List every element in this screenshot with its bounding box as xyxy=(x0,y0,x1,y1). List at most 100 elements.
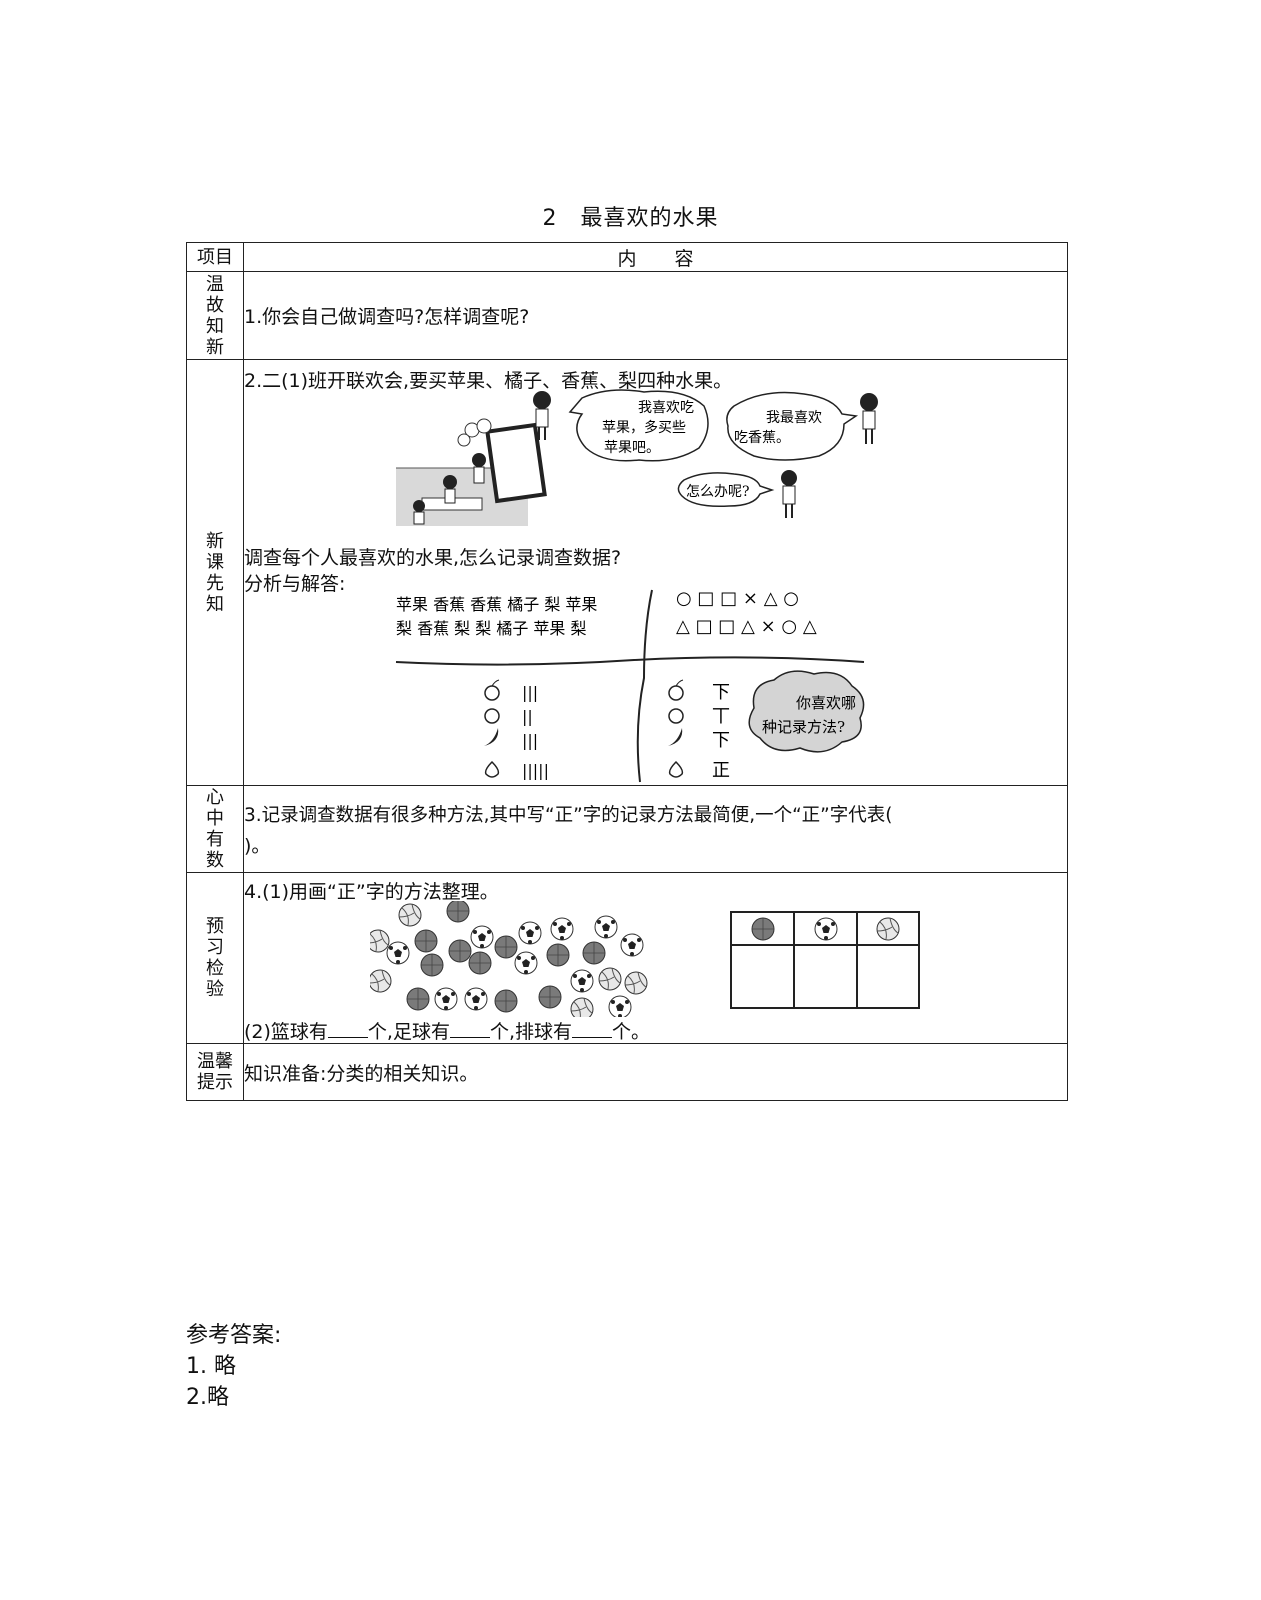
ball-cluster xyxy=(370,901,648,1017)
basketball-icon xyxy=(494,935,518,959)
tally-banana: ||| xyxy=(522,731,538,750)
preview-label: 新 课 先 知 xyxy=(186,359,244,786)
fruit-record-line-2: 梨 香蕉 梨 梨 橘子 苹果 梨 xyxy=(396,619,587,638)
tally-orange: || xyxy=(522,707,533,726)
football-icon xyxy=(570,969,594,993)
speech-bubble xyxy=(726,391,859,461)
girl-figure-icon xyxy=(781,470,797,518)
football-icon xyxy=(518,921,542,945)
basketball-icon xyxy=(448,939,472,963)
bubble4-text-2: 种记录方法? xyxy=(762,718,845,736)
bubble1-text-3: 苹果吧。 xyxy=(604,440,660,456)
review-content: 1.你会自己做调查吗?怎样调查呢? xyxy=(243,271,1068,360)
tally-pear: ||||| xyxy=(522,761,549,780)
speech-bubble xyxy=(568,389,709,462)
answer-section: 参考答案: 1. 略 2.略 xyxy=(186,1320,281,1413)
tally-table xyxy=(730,911,920,1009)
volleyball-count-blank[interactable] xyxy=(572,1019,613,1038)
vertical-divider xyxy=(636,589,653,783)
volleyball-icon xyxy=(570,997,594,1017)
orange-icon xyxy=(484,708,500,724)
tip-content: 知识准备:分类的相关知识。 xyxy=(243,1043,1068,1101)
bubble2-text-1: 我最喜欢 xyxy=(766,410,822,426)
analysis-label: 分析与解答: xyxy=(244,573,346,595)
tally-apple: ||| xyxy=(522,683,538,702)
orange-icon xyxy=(668,708,684,724)
basketball-count-blank[interactable] xyxy=(327,1019,368,1038)
question-1: 1.你会自己做调查吗?怎样调查呢? xyxy=(244,306,530,328)
preview-content: 2.二(1)班开联欢会,要买苹果、橘子、香蕉、梨四种水果。 xyxy=(243,359,1068,786)
question-3-line-1: 3.记录调查数据有很多种方法,其中写“正”字的记录方法最简便,一个“正”字代表( xyxy=(244,804,893,826)
pear-icon xyxy=(668,760,684,778)
check-label: 预 习 检 验 xyxy=(186,872,244,1044)
football-icon xyxy=(594,915,618,939)
check-row: 预 习 检 验 4.(1)用画“正”字的方法整理。 xyxy=(186,872,1068,1044)
football-icon xyxy=(434,987,458,1011)
pear-icon xyxy=(484,760,500,778)
heart-content: 3.记录调查数据有很多种方法,其中写“正”字的记录方法最简便,一个“正”字代表(… xyxy=(243,785,1068,873)
boy-figure-icon xyxy=(860,393,878,444)
fruit-record-line-1: 苹果 香蕉 香蕉 橘子 梨 苹果 xyxy=(396,595,597,614)
review-row: 温 故 知 新 1.你会自己做调查吗?怎样调查呢? xyxy=(186,271,1068,360)
heart-row: 心 中 有 数 3.记录调查数据有很多种方法,其中写“正”字的记录方法最简便,一… xyxy=(186,785,1068,873)
basketball-icon xyxy=(494,989,518,1013)
header-content: 内 容 xyxy=(243,242,1068,272)
tip-row: 温馨 提示 知识准备:分类的相关知识。 xyxy=(186,1043,1068,1101)
lesson-table: 项目 内 容 温 故 知 新 1.你会自己做调查吗?怎样调查呢? 新 课 先 知… xyxy=(186,242,1068,1101)
zheng-apple: 下 xyxy=(712,682,730,703)
football-icon xyxy=(550,917,574,941)
basketball-icon xyxy=(538,985,562,1009)
answer-item: 1. 略 xyxy=(186,1354,236,1379)
answer-item: 2.略 xyxy=(186,1385,229,1410)
volleyball-icon xyxy=(370,929,390,953)
football-icon xyxy=(464,987,488,1011)
volleyball-icon xyxy=(370,969,392,993)
child-figure-icon xyxy=(443,475,457,504)
football-icon xyxy=(620,933,644,957)
child-figure-icon xyxy=(472,453,486,484)
recording-methods-diagram: 苹果 香蕉 香蕉 橘子 梨 苹果 梨 香蕉 梨 梨 橘子 苹果 梨 ○ □ □ … xyxy=(395,588,865,783)
football-icon xyxy=(514,951,538,975)
shape-record-line-1: ○ □ □ × △ ○ xyxy=(676,588,799,609)
volleyball-icon xyxy=(598,967,622,991)
heart-label: 心 中 有 数 xyxy=(186,785,244,873)
blackboard-icon xyxy=(485,422,547,504)
basketball-icon xyxy=(582,941,606,965)
banana-icon xyxy=(668,728,683,746)
football-icon xyxy=(608,995,632,1017)
basketball-icon xyxy=(546,943,570,967)
table-header-row: 项目 内 容 xyxy=(186,242,1068,272)
apple-icon xyxy=(668,679,684,701)
football-icon xyxy=(814,917,838,941)
bubble1-text-1: 我喜欢吃 xyxy=(638,400,694,416)
volleyball-icon xyxy=(398,903,422,927)
answers-heading: 参考答案: xyxy=(186,1323,282,1348)
question-3-line-2: )。 xyxy=(244,834,271,857)
tip-label: 温馨 提示 xyxy=(186,1043,244,1101)
banana-icon xyxy=(484,728,499,746)
review-label: 温 故 知 新 xyxy=(186,271,244,360)
bubble2-text-2: 吃香蕉。 xyxy=(734,430,790,446)
survey-question: 调查每个人最喜欢的水果,怎么记录调查数据? xyxy=(244,547,622,569)
party-illustration: 我喜欢吃 苹果，多买些 苹果吧。 我最喜欢 吃香蕉。 xyxy=(396,389,878,526)
basketball-icon xyxy=(751,917,775,941)
horizontal-divider xyxy=(395,656,865,666)
question-2: 2.二(1)班开联欢会,要买苹果、橘子、香蕉、梨四种水果。 xyxy=(244,370,733,392)
basketball-icon xyxy=(468,951,492,975)
football-count-blank[interactable] xyxy=(449,1019,490,1038)
basketball-icon xyxy=(420,953,444,977)
check-content: 4.(1)用画“正”字的方法整理。 xyxy=(243,872,1068,1044)
basketball-icon xyxy=(406,987,430,1011)
preview-row: 新 课 先 知 2.二(1)班开联欢会,要买苹果、橘子、香蕉、梨四种水果。 xyxy=(186,359,1068,786)
thought-bubble xyxy=(748,670,865,753)
bubble3-text: 怎么办呢? xyxy=(686,484,750,500)
question-4-2: (2)篮球有个,足球有个,排球有个。 xyxy=(244,1019,651,1043)
football-icon xyxy=(470,925,494,949)
basketball-icon xyxy=(446,901,470,923)
zheng-orange: 丅 xyxy=(712,706,730,727)
question-4-1: 4.(1)用画“正”字的方法整理。 xyxy=(244,881,499,903)
speech-bubble xyxy=(677,472,775,508)
bubble4-text-1: 你喜欢哪 xyxy=(796,694,856,712)
basketball-icon xyxy=(414,929,438,953)
volleyball-icon xyxy=(876,917,900,941)
